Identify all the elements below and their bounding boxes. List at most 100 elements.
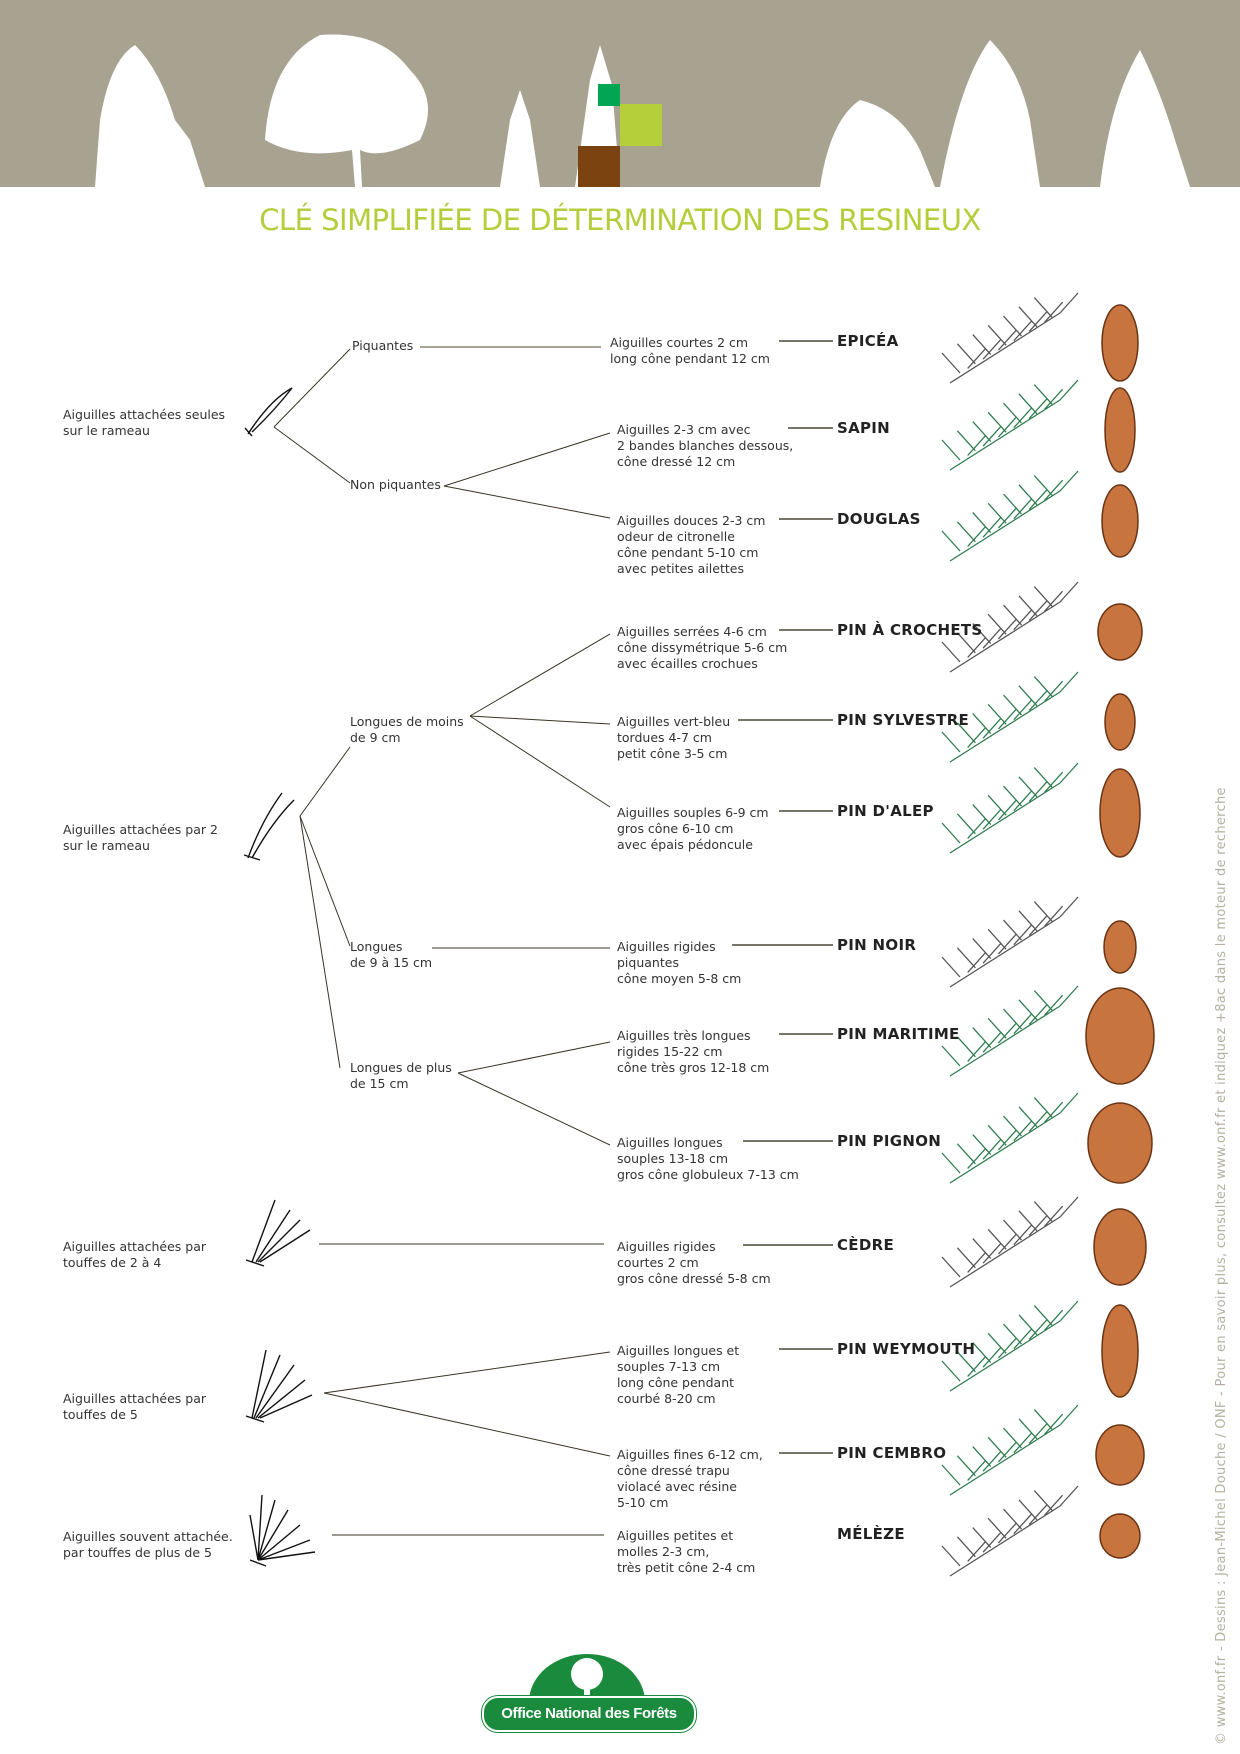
branch-illustration [941,581,1079,673]
cone-illustration [1101,484,1139,558]
subcriterion-label: Non piquantes [350,477,441,492]
species-description: Aiguilles serrées 4-6 cm [617,624,767,639]
species-description: molles 2-3 cm, [617,1544,710,1559]
onf-logo[interactable]: Office National des Forêts [482,1650,696,1732]
cone-illustration [1104,387,1136,473]
species-description: odeur de citronelle [617,529,735,544]
subcriterion-label: de 9 cm [350,730,401,745]
tree-silhouettes [95,34,1190,187]
species-description: Aiguilles 2-3 cm avec [617,422,751,437]
connector [323,1351,611,1394]
species-description: courbé 8-20 cm [617,1391,716,1406]
species-description: long cône pendant 12 cm [610,351,770,366]
criterion-label: touffes de 2 à 4 [63,1255,162,1270]
needle-pair-icon [243,792,295,861]
species-description: long cône pendant [617,1375,735,1390]
species-description: cône très gros 12-18 cm [617,1060,770,1075]
cone-illustration [1093,1208,1147,1286]
branch-illustration [941,470,1079,562]
needle-bundle-2-4-icon [245,1199,311,1267]
criterion-label: Aiguilles souvent attachée. [63,1529,233,1544]
species-description: Aiguilles douces 2-3 cm [617,513,766,528]
species-description: rigides 15-22 cm [617,1044,723,1059]
species-description: souples 13-18 cm [617,1151,729,1166]
needle-bundle-5-icon [245,1349,313,1423]
species-name: MÉLÈZE [837,1525,905,1543]
branch-illustration [941,671,1079,763]
species-description: tordues 4-7 cm [617,730,712,745]
connector [469,715,611,725]
branch-illustration [941,379,1079,471]
branch-illustration [941,1196,1079,1288]
criterion-label: par touffes de plus de 5 [63,1545,212,1560]
species-description: Aiguilles fines 6-12 cm, [617,1447,763,1462]
criterion-label: Aiguilles attachées par 2 [63,822,218,837]
connector [443,432,611,487]
species-name: PIN D'ALEP [837,802,934,820]
species-description: Aiguilles petites et [617,1528,734,1543]
subcriterion-label: Longues [350,939,403,954]
species-description: Aiguilles longues [617,1135,723,1150]
cone-illustration [1095,1424,1145,1486]
species-description: gros cône 6-10 cm [617,821,734,836]
cone-illustration [1101,1304,1139,1398]
page-title: CLÉ SIMPLIFIÉE DE DÉTERMINATION DES RESI… [259,203,981,237]
species-description: courtes 2 cm [617,1255,699,1270]
species-description: gros cône globuleux 7-13 cm [617,1167,799,1182]
species-name: PIN CEMBRO [837,1444,947,1462]
branch-illustration [941,896,1079,988]
branch-illustration [941,1485,1079,1577]
logo-square-lime [620,104,662,146]
species-description: Aiguilles rigides [617,939,716,954]
species-description: Aiguilles souples 6-9 cm [617,805,769,820]
species-description: Aiguilles longues et [617,1343,740,1358]
credits-vertical-text: © www.onf.fr - Dessins : Jean-Michel Dou… [1214,787,1229,1745]
species-description: cône dressé 12 cm [617,454,736,469]
logo-text: Office National des Forêts [482,1696,696,1732]
species-description: cône dissymétrique 5-6 cm [617,640,788,655]
subcriterion-label: Piquantes [352,338,414,353]
connector [299,746,351,817]
header-banner [0,0,1240,187]
species-description: petit cône 3-5 cm [617,746,728,761]
species-description: cône moyen 5-8 cm [617,971,742,986]
criterion-label: Aiguilles attachées par [63,1239,206,1254]
species-description: Aiguilles rigides [617,1239,716,1254]
cone-illustration [1099,1513,1141,1559]
species-description: piquantes [617,955,679,970]
connector [273,426,351,484]
species-name: SAPIN [837,419,891,437]
species-name: CÈDRE [837,1236,895,1254]
species-name: PIN MARITIME [837,1025,960,1043]
species-name: EPICÉA [837,332,899,350]
species-description: cône dressé trapu [617,1463,730,1478]
connector [299,815,351,947]
species-description: Aiguilles très longues [617,1028,751,1043]
species-description: avec petites ailettes [617,561,744,576]
cone-illustration [1097,603,1143,661]
subcriterion-label: de 15 cm [350,1076,409,1091]
cone-illustration [1104,693,1136,751]
branch-illustration [941,1092,1079,1184]
species-description: très petit cône 2-4 cm [617,1560,756,1575]
needle-single-icon [244,387,293,437]
subcriterion-label: de 9 à 15 cm [350,955,433,970]
species-description: avec épais pédoncule [617,837,753,852]
species-name: DOUGLAS [837,510,921,528]
species-description: avec écailles crochues [617,656,758,671]
species-description: souples 7-13 cm [617,1359,721,1374]
species-description: cône pendant 5-10 cm [617,545,759,560]
branch-illustration [941,1404,1079,1496]
logo-square-brown [578,146,620,187]
connector [443,485,611,519]
branch-illustration [941,292,1079,384]
species-description: 5-10 cm [617,1495,669,1510]
criterion-label: Aiguilles attachées par [63,1391,206,1406]
connector [457,1072,611,1146]
species-name: PIN À CROCHETS [837,621,983,639]
species-name: PIN PIGNON [837,1132,942,1150]
logo-square-green [598,84,620,106]
branch-illustration [941,985,1079,1077]
species-name: PIN NOIR [837,936,917,954]
